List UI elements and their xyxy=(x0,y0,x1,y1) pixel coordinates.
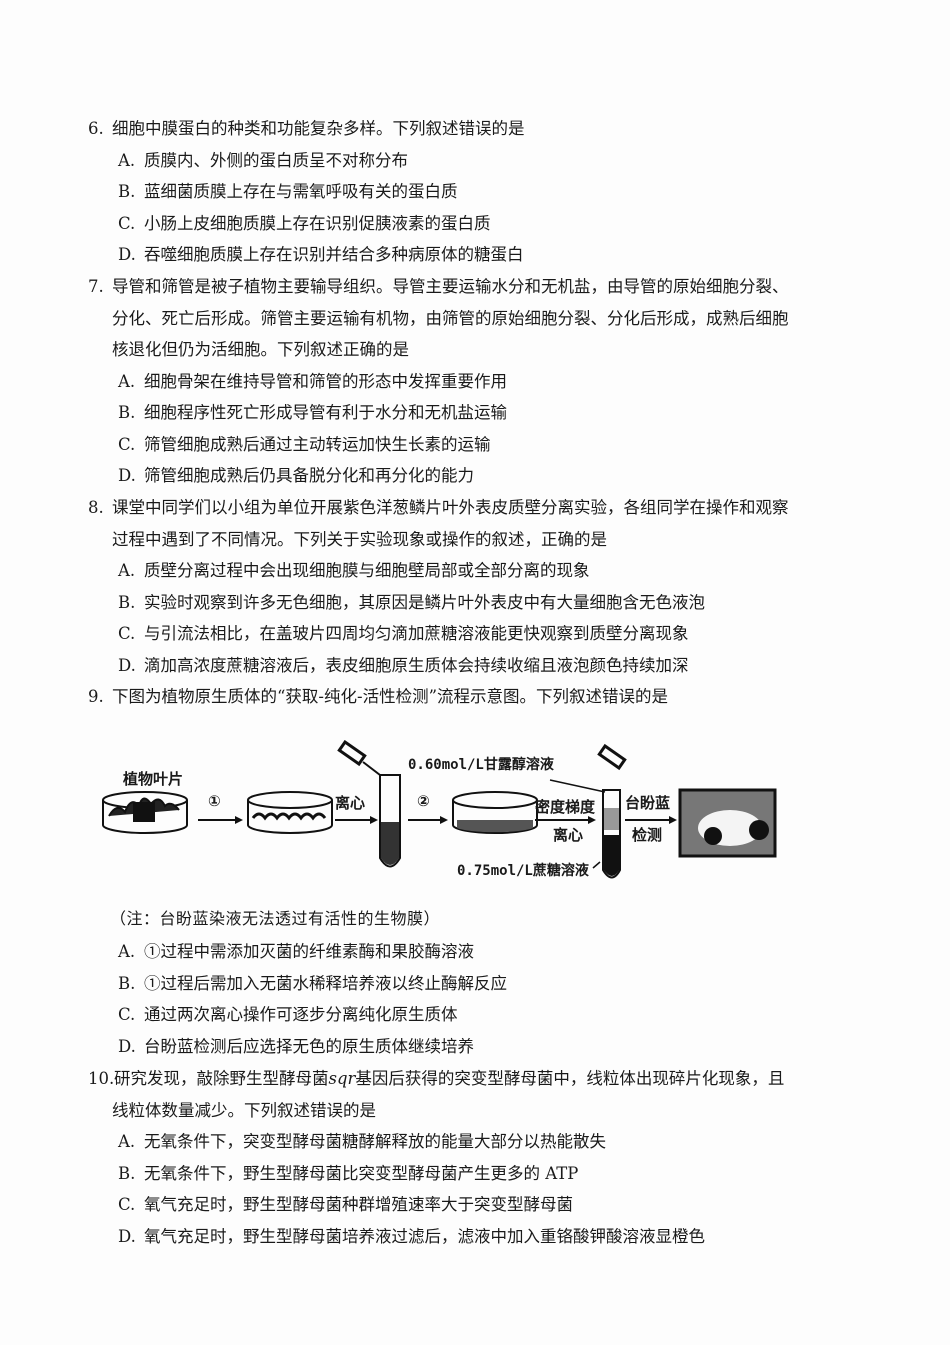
detection-label: 检测 xyxy=(632,826,663,844)
question-stem-cont: 线粒体数量减少。下列叙述错误的是 xyxy=(112,1100,376,1120)
option-a: A.细胞骨架在维持导管和筛管的形态中发挥重要作用 xyxy=(118,371,507,391)
centrifuge-tube-icon xyxy=(337,740,401,868)
centrifuge-label: 离心 xyxy=(335,794,366,812)
question-7: 7.导管和筛管是被子植物主要输导组织。导管主要运输水分和无机盐，由导管的原始细胞… xyxy=(88,271,848,492)
option-b: B.蓝细菌质膜上存在与需氧呼吸有关的蛋白质 xyxy=(118,182,458,201)
option-d: D.滴加高浓度蔗糖溶液后，表皮细胞原生质体会持续收缩且液泡颜色持续加深 xyxy=(118,655,689,675)
step-1-label: ① xyxy=(208,792,221,810)
question-stem-cont: 过程中遇到了不同情况。下列关于实验现象或操作的叙述，正确的是 xyxy=(112,529,607,549)
option-a: A.①过程中需添加灭菌的纤维素酶和果胶酶溶液 xyxy=(118,942,474,961)
protoplast-dish-icon xyxy=(452,791,538,834)
gene-name: sqr xyxy=(328,1069,356,1088)
flow-diagram-graphic xyxy=(102,740,777,879)
question-stem: 7.导管和筛管是被子植物主要输导组织。导管主要运输水分和无机盐，由导管的原始细胞… xyxy=(88,277,789,296)
micrograph-result-icon xyxy=(678,788,777,858)
leaf-label: 植物叶片 xyxy=(123,770,184,788)
question-stem-cont: 分化、死亡后形成。筛管主要运输有机物，由筛管的原始细胞分裂、分化后形成，成熟后细… xyxy=(112,308,789,328)
option-d: D.氧气充足时，野生型酵母菌培养液过滤后，滤液中加入重铬酸钾酸溶液显橙色 xyxy=(118,1226,705,1246)
density-gradient-tube-icon xyxy=(549,743,627,879)
question-stem: 8.课堂中同学们以小组为单位开展紫色洋葱鳞片叶外表皮质壁分离实验，各组同学在操作… xyxy=(88,498,789,517)
option-b: B.①过程后需加入无菌水稀释培养液以终止酶解反应 xyxy=(118,973,507,993)
centrifuge-2-label: 离心 xyxy=(553,826,584,844)
option-c: C.通过两次离心操作可逐步分离纯化原生质体 xyxy=(118,1005,458,1024)
question-stem: 6.细胞中膜蛋白的种类和功能复杂多样。下列叙述错误的是 xyxy=(88,119,525,138)
option-c: C.氧气充足时，野生型酵母菌种群增殖速率大于突变型酵母菌 xyxy=(118,1195,573,1214)
option-b: B.细胞程序性死亡形成导管有利于水分和无机盐运输 xyxy=(118,403,507,422)
enzyme-dish-icon xyxy=(247,791,333,834)
option-b: B.无氧条件下，野生型酵母菌比突变型酵母菌产生更多的 ATP xyxy=(118,1163,579,1183)
question-6: 6.细胞中膜蛋白的种类和功能复杂多样。下列叙述错误的是 A.质膜内、外侧的蛋白质… xyxy=(88,113,848,271)
question-9-stem: 9.下图为植物原生质体的“获取-纯化-活性检测”流程示意图。下列叙述错误的是 xyxy=(88,687,669,706)
option-d: D.筛管细胞成熟后仍具备脱分化和再分化的能力 xyxy=(118,466,474,485)
mannitol-label: 0.60mol/L甘露醇溶液 xyxy=(408,757,554,773)
sucrose-label: 0.75mol/L蔗糖溶液 xyxy=(457,863,589,879)
option-d: D.台盼蓝检测后应选择无色的原生质体继续培养 xyxy=(118,1036,474,1056)
option-c: C.筛管细胞成熟后通过主动转运加快生长素的运输 xyxy=(118,434,491,454)
question-stem-cont: 核退化但仍为活细胞。下列叙述正确的是 xyxy=(112,340,409,359)
protoplast-flow-diagram: 植物叶片 ① 离心 ② 0.60mol/L甘露醇溶液 密度梯度 离心 0.75m… xyxy=(95,740,785,885)
question-8: 8.课堂中同学们以小组为单位开展紫色洋葱鳞片叶外表皮质壁分离实验，各组同学在操作… xyxy=(88,492,848,713)
question-9-options: A.①过程中需添加灭菌的纤维素酶和果胶酶溶液 B.①过程后需加入无菌水稀释培养液… xyxy=(88,936,848,1062)
option-b: B.实验时观察到许多无色细胞，其原因是鳞片叶外表皮中有大量细胞含无色液泡 xyxy=(118,592,705,612)
trypan-blue-label: 台盼蓝 xyxy=(625,794,671,812)
option-c: C.小肠上皮细胞质膜上存在识别促胰液素的蛋白质 xyxy=(118,213,491,233)
option-a: A.无氧条件下，突变型酵母菌糖酵解释放的能量大部分以热能散失 xyxy=(118,1132,606,1151)
leaf-dish-icon xyxy=(102,791,188,834)
question-stem: 10.研究发现，敲除野生型酵母菌sqr基因后获得的突变型酵母菌中，线粒体出现碎片… xyxy=(88,1069,785,1088)
option-c: C.与引流法相比，在盖玻片四周均匀滴加蔗糖溶液能更快观察到质壁分离现象 xyxy=(118,624,689,643)
question-10: 10.研究发现，敲除野生型酵母菌sqr基因后获得的突变型酵母菌中，线粒体出现碎片… xyxy=(88,1063,848,1252)
option-a: A.质壁分离过程中会出现细胞膜与细胞壁局部或全部分离的现象 xyxy=(118,561,590,580)
option-d: D.吞噬细胞质膜上存在识别并结合多种病原体的糖蛋白 xyxy=(118,245,524,264)
step-2-label: ② xyxy=(417,792,430,810)
option-a: A.质膜内、外侧的蛋白质呈不对称分布 xyxy=(118,150,408,170)
diagram-note: （注：台盼蓝染液无法透过有活性的生物膜） xyxy=(110,909,441,928)
density-gradient-label: 密度梯度 xyxy=(535,798,596,816)
